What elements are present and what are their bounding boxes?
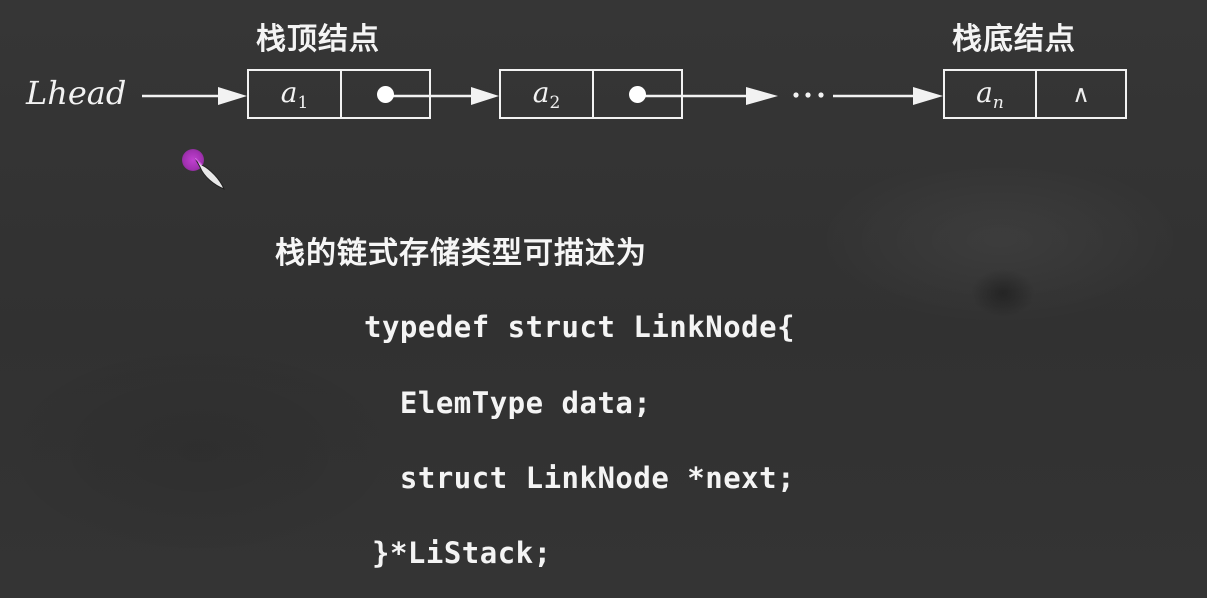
arrowhead-icon [218,87,247,105]
top-node-label: 栈顶结点 [256,22,380,57]
node-data-cell: a2 [501,71,594,117]
node-data-cell: an [945,71,1037,117]
node-null-cell: ∧ [1037,71,1125,117]
node-data-value: a2 [532,75,561,113]
node-data-value: a1 [280,75,309,113]
node-data-cell: a1 [249,71,342,117]
code-line-2: ElemType data; [364,386,652,420]
pen-cursor-icon [194,157,225,190]
stack-node-1: a1 [247,69,431,119]
pointer-dot-icon [377,85,394,103]
stack-node-n: an ∧ [943,69,1127,119]
ellipsis-icon [793,92,824,98]
stack-node-2: a2 [499,69,683,119]
description-heading: 栈的链式存储类型可描述为 [275,236,647,271]
null-pointer-icon: ∧ [1072,80,1090,108]
node-pointer-cell [594,71,681,117]
bottom-node-label: 栈底结点 [952,22,1076,57]
node-data-value: an [976,75,1004,113]
pen-cursor-highlight [182,149,204,171]
code-line-3: struct LinkNode *next; [364,461,796,495]
pointer-dot-icon [629,85,646,103]
code-line-4: }*LiStack; [372,536,552,570]
code-line-1: typedef struct LinkNode{ [364,310,796,344]
head-pointer-label: Lhead [26,74,127,112]
link-arrows [142,87,943,105]
node-pointer-cell [342,71,429,117]
